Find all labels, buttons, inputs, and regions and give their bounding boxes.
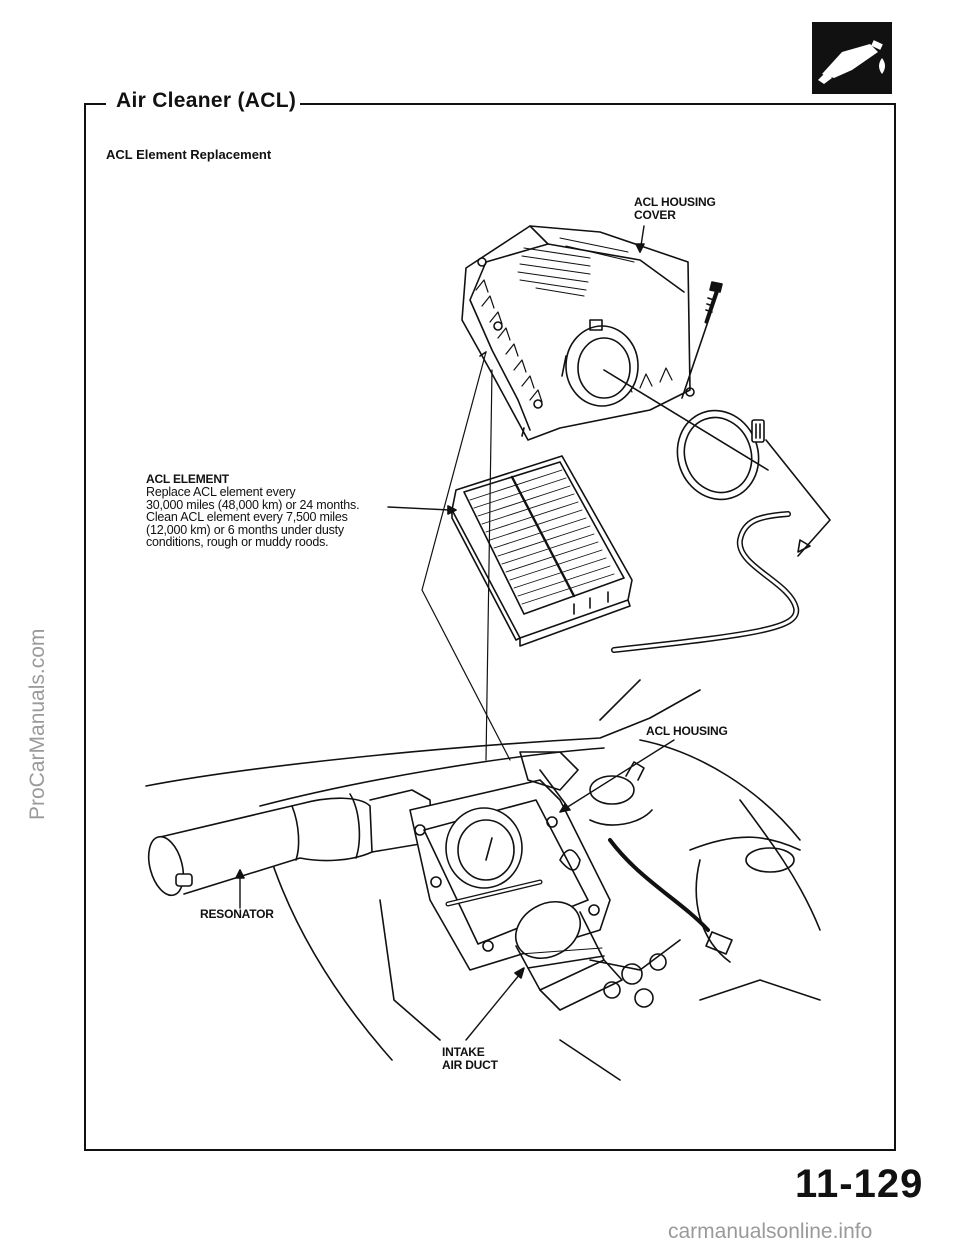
intake-air-duct (515, 900, 681, 1011)
note-line: Clean ACL element every 7,500 miles (146, 510, 348, 524)
acl-housing-cover (461, 225, 695, 441)
acl-housing (409, 751, 611, 971)
note-line: 30,000 miles (48,000 km) or 24 months. (146, 497, 360, 512)
engine-bay (145, 679, 821, 1081)
label-acl-element: ACL ELEMENT (146, 472, 229, 486)
section-title: Air Cleaner (ACL) (116, 89, 297, 112)
note-line: Replace ACL element every (146, 485, 296, 499)
hose-clamp (603, 369, 831, 557)
note-line: (12,000 km) or 6 months under dusty (146, 522, 344, 537)
section-subtitle: ACL Element Replacement (106, 147, 272, 162)
resonator (147, 789, 433, 897)
breather-tube (611, 511, 800, 653)
frame-rule (300, 103, 896, 105)
element-callout: ACL ELEMENT Replace ACL element every 30… (146, 472, 360, 549)
note-line: conditions, rough or muddy roods. (146, 535, 329, 549)
engine-hoses (589, 761, 801, 963)
label-acl-housing: ACL HOUSING (646, 724, 728, 738)
housing-bolt (681, 281, 723, 399)
page-frame (84, 103, 896, 1151)
label-intake-air-duct: INTAKE AIR DUCT (442, 1045, 498, 1072)
fuel-nozzle-icon (812, 22, 892, 94)
page-number: 11-129 (795, 1162, 924, 1206)
side-watermark: ProCarManuals.com (26, 628, 49, 820)
label-housing-cover: ACL HOUSING COVER (634, 195, 716, 222)
bottom-watermark: carmanualsonline.info (668, 1220, 873, 1243)
label-resonator: RESONATOR (200, 907, 274, 921)
acl-element (451, 455, 633, 647)
frame-rule (84, 103, 106, 105)
